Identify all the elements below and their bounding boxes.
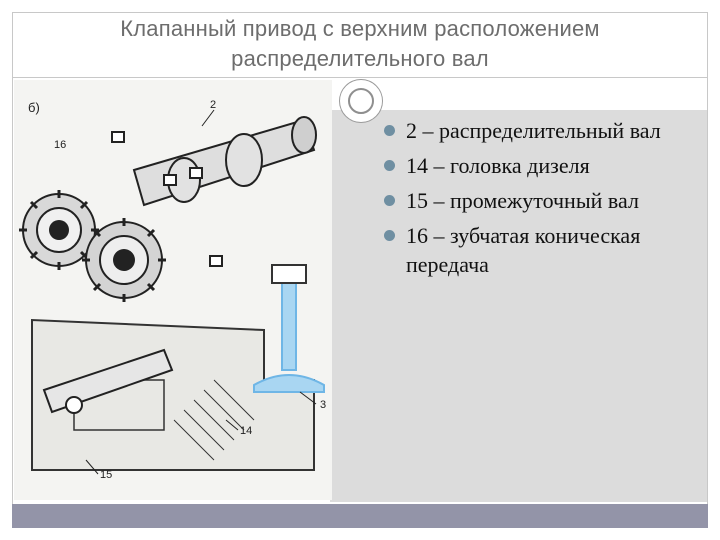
valve-drive-illustration: б) 2 16 3 14 15	[14, 80, 332, 500]
bullet-text: 15 – промежуточный вал	[406, 188, 639, 213]
figure-label-b: б)	[28, 100, 40, 115]
bullet-dot-icon	[384, 125, 395, 136]
callout-15: 15	[100, 469, 112, 481]
bullet-item: 15 – промежуточный вал	[382, 186, 702, 215]
bullet-dot-icon	[384, 230, 395, 241]
intermediate-gear	[82, 218, 166, 302]
valve-drive-drawing: б) 2 16 3 14 15	[14, 80, 332, 500]
bevel-gear	[19, 190, 99, 270]
bolts	[111, 131, 223, 267]
bullet-list: 2 – распределительный вал 14 – головка д…	[382, 116, 702, 285]
slide-title-line-1: Клапанный привод с верхним расположением	[120, 16, 600, 41]
ornament-ring	[348, 88, 374, 114]
bullet-dot-icon	[384, 195, 395, 206]
bullet-text: 16 – зубчатая коническая передача	[406, 223, 641, 277]
bullet-item: 2 – распределительный вал	[382, 116, 702, 145]
valve	[253, 264, 325, 393]
camshaft-end	[291, 116, 317, 154]
slide-title: Клапанный привод с верхним расположением…	[12, 14, 708, 74]
bullet-text: 14 – головка дизеля	[406, 153, 590, 178]
callout-14: 14	[240, 425, 252, 437]
bullet-item: 16 – зубчатая коническая передача	[382, 221, 702, 279]
cam-lobe	[225, 133, 263, 187]
content-panel	[330, 110, 707, 502]
shaft-nut	[65, 396, 83, 414]
title-ornament-circle	[340, 80, 382, 122]
bullet-text: 2 – распределительный вал	[406, 118, 661, 143]
slide-title-line-2: распределительного вал	[231, 46, 489, 71]
bullet-dot-icon	[384, 160, 395, 171]
title-divider	[12, 77, 708, 78]
callout-16: 16	[54, 139, 66, 151]
bullet-item: 14 – головка дизеля	[382, 151, 702, 180]
callout-3: 3	[320, 399, 326, 411]
footer-band	[12, 504, 708, 528]
callout-2: 2	[210, 99, 216, 111]
section-hatching	[173, 379, 255, 461]
